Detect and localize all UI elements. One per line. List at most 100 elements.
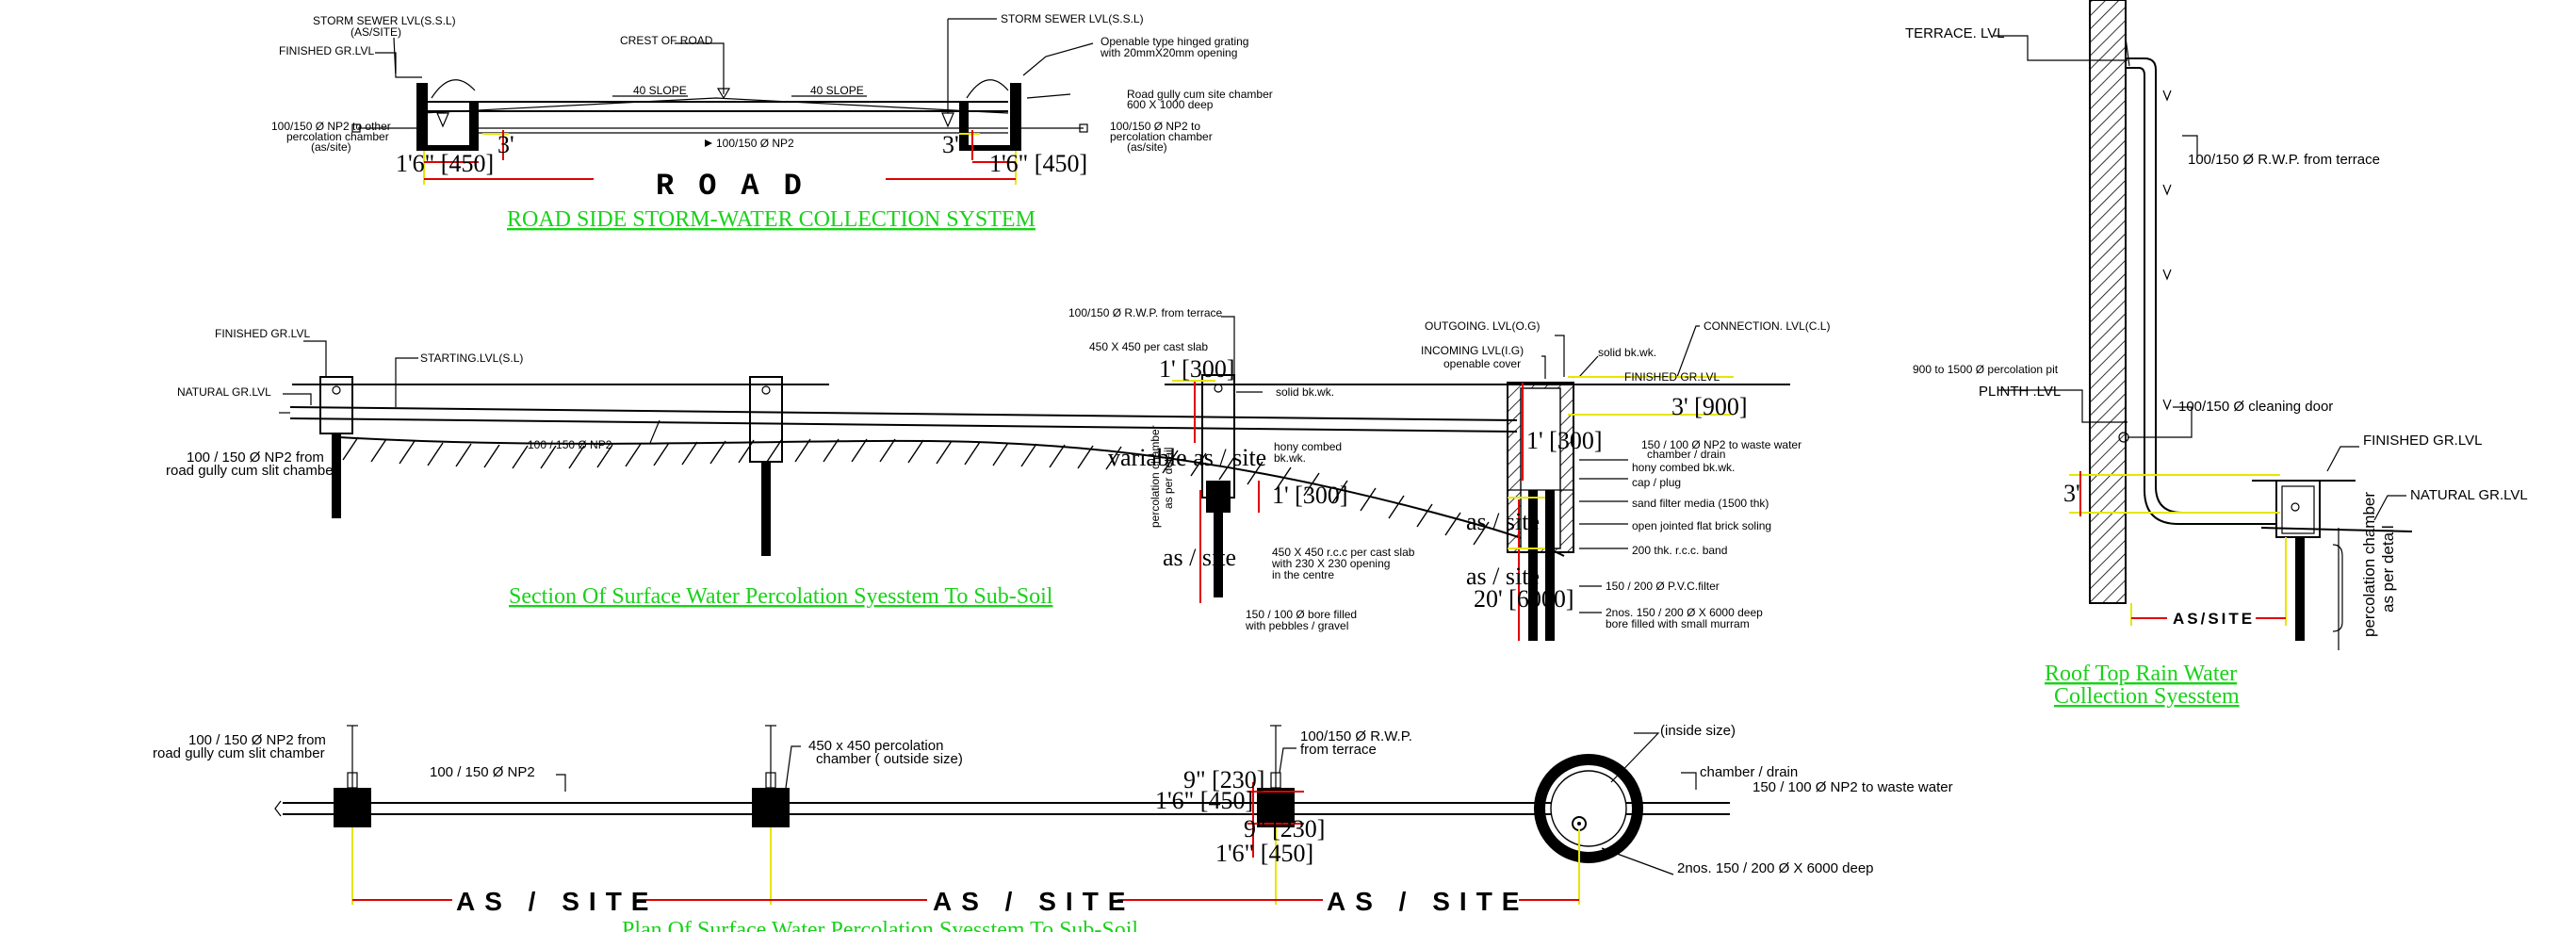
plan-dim-230-a: 9" [230] [1183,766,1264,793]
right-outlet-2: percolation chamber [1110,130,1213,143]
road-finished-gr-label: FINISHED GR.LVL [279,44,374,57]
perc-starting-lvl: STARTING.LVL(S.L) [420,352,523,365]
perc-pvc: 150 / 200 Ø P.V.C.filter [1606,580,1720,593]
plan-bores: 2nos. 150 / 200 Ø X 6000 deep [1677,860,1874,876]
perc-variable: variable as / site [1108,444,1266,471]
plan-chamber-1 [334,725,371,827]
perc-slab: 450 X 450 per cast slab [1089,340,1208,353]
road-section-title: ROAD SIDE STORM-WATER COLLECTION SYSTEM [507,207,1035,232]
perc-incoming: INCOMING LVL(I.G) [1421,344,1524,357]
storm-sewer-right-label: STORM SEWER LVL(S.S.L) [1001,12,1144,25]
storm-sewer-left-sub: (AS/SITE) [351,25,401,39]
perc-cap: cap / plug [1632,476,1681,489]
perc-from-gully-1: 100 / 150 Ø NP2 from [187,450,324,466]
roof-natural-gr: NATURAL GR.LVL [2410,487,2528,503]
left-gully-chamber [351,79,479,151]
roof-section [1994,0,2413,650]
perc-dim-900: 3' [900] [1671,393,1748,420]
plan-from-gully-1: 100 / 150 Ø NP2 from [188,732,326,748]
plan-from-gully-2: road gully cum slit chamber [153,745,325,761]
perc-dim-300-right: 1' [300] [1526,427,1603,454]
perc-openable: openable cover [1443,357,1521,370]
road-dim-3-left: 3' [497,131,514,158]
section-chamber-2 [749,376,783,556]
right-outlet-1: 100/150 Ø NP2 to [1110,120,1200,133]
perc-outgoing: OUTGOING. LVL(O.G) [1425,319,1540,333]
road-dim-3-right: 3' [942,131,959,158]
plan-section [274,725,1730,905]
perc-chamber-vert-2: as per detail [1162,448,1175,509]
roof-terrace-lvl: TERRACE. LVL [1905,25,2005,41]
perc-band: 200 thk. r.c.c. band [1632,544,1727,557]
percolation-section [279,316,1790,641]
plan-section-title: Plan Of Surface Water Percolation Syesst… [622,918,1138,932]
gully-label-1: Road gully cum site chamber [1127,88,1273,101]
plan-as-site-1: AS / SITE [456,887,658,916]
road-dim-left: 1'6" [450] [396,150,494,177]
plan-chamber-3 [1257,725,1295,827]
perc-sand: sand filter media (1500 thk) [1632,497,1769,510]
perc-dim-6000: 20' [6000] [1474,585,1574,613]
plan-dim-230-b: 9" [230] [1244,815,1325,842]
perc-rcc-3: in the centre [1272,568,1334,581]
roof-cleaning: 100/150 Ø cleaning door [2178,399,2333,415]
perc-chamber-vert-1: percolation chamber [1149,425,1162,528]
roof-finished-gr: FINISHED GR.LVL [2363,433,2482,449]
perc-hony-1: hony combed [1274,440,1342,453]
plan-pipe-label: 100 / 150 Ø NP2 [430,764,535,780]
perc-bore-1: 150 / 100 Ø bore filled [1246,608,1357,621]
perc-hony-2: bk.wk. [1274,451,1306,465]
road-dim-right: 1'6" [450] [989,150,1087,177]
left-outlet-2: percolation chamber [286,130,389,143]
right-outlet-3: (as/site) [1127,140,1167,154]
perc-rwp: 100/150 Ø R.W.P. from terrace [1068,306,1223,319]
perc-as-site-right-2: as / site [1466,563,1540,590]
roof-dim-3: 3' [2063,480,2080,507]
roof-plinth: PLINTH .LVL [1979,384,2061,400]
plan-as-site-3: AS / SITE [1327,887,1528,916]
slope-right-label: 40 SLOPE [810,84,864,97]
perc-rcc-1: 450 X 450 r.c.c per cast slab [1272,546,1415,559]
perc-as-site-left: as / site [1163,544,1236,571]
perc-as-site-right-1: as / site [1466,508,1540,535]
slope-left-label: 40 SLOPE [633,84,687,97]
plan-inside-size: (inside size) [1660,723,1736,739]
section-chamber-3 [1201,374,1235,597]
road-side-section [351,18,1094,185]
perc-finished-gr: FINISHED GR.LVL [215,327,310,340]
perc-section-title: Section Of Surface Water Percolation Sye… [509,584,1053,609]
perc-dim-300-mid: 1' [300] [1272,482,1348,509]
perc-solid-bk: solid bk.wk. [1276,385,1334,399]
grating-label-1: Openable type hinged grating [1101,35,1248,48]
perc-bore-2: with pebbles / gravel [1245,619,1348,632]
roof-title-1: Roof Top Rain Water [2045,662,2237,686]
plan-chamber-label-2: chamber ( outside size) [816,751,963,767]
perc-dim-300-top: 1' [300] [1159,355,1235,383]
perc-solid-bk-2: solid bk.wk. [1598,346,1656,359]
perc-hony-3: hony combed bk.wk. [1632,461,1735,474]
plan-dim-450-a: 1'6" [450] [1155,787,1253,814]
plan-rwp-1: 100/150 Ø R.W.P. [1300,728,1412,744]
roof-chamber-vert-1: percolation chamber [2360,492,2378,637]
left-outlet-3: (as/site) [311,140,351,154]
road-label: ROAD [656,169,826,204]
roof-perc-pit: 900 to 1500 Ø percolation pit [1913,363,2059,376]
perc-natural-gr: NATURAL GR.LVL [177,385,271,399]
roof-rwp: 100/150 Ø R.W.P. from terrace [2188,152,2380,168]
ground-hatch [342,436,1490,546]
perc-connection: CONNECTION. LVL(C.L) [1704,319,1830,333]
perc-finished-gr-2: FINISHED GR.LVL [1624,370,1720,384]
perc-to-waste-2: chamber / drain [1647,448,1725,461]
plan-round-chamber [1534,754,1643,863]
perc-from-gully-2: road gully cum slit chamber [166,463,338,479]
plan-rwp-2: from terrace [1300,742,1377,758]
plan-as-site-2: AS / SITE [933,887,1134,916]
left-outlet-1: 100/150 Ø NP2 to other [271,120,391,133]
right-gully-chamber [959,79,1088,151]
perc-pipe-label: 100 / 150 Ø NP2 [528,438,612,451]
storm-sewer-left-label: STORM SEWER LVL(S.S.L) [313,14,456,27]
perc-to-waste-1: 150 / 100 Ø NP2 to waste water [1641,438,1802,451]
section-chamber-4 [1507,382,1574,641]
perc-rcc-2: with 230 X 230 opening [1271,557,1390,570]
